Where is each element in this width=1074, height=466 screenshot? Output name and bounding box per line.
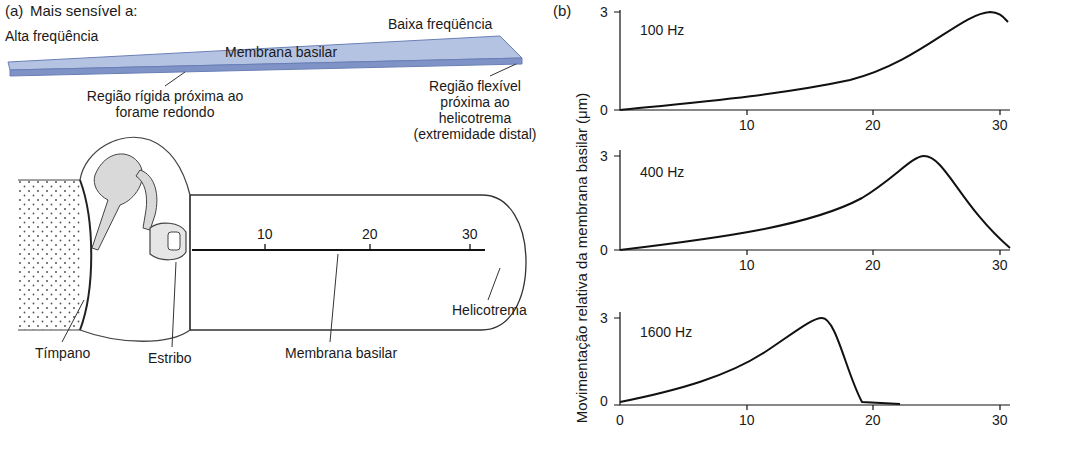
- position-number: 30: [462, 226, 478, 242]
- axis-tick: 20: [865, 412, 881, 428]
- region-note: Região flexível próxima ao helicotrema (…: [405, 78, 545, 142]
- axis-tick: 30: [992, 412, 1008, 428]
- membrane-label-box: Membrana basilar: [225, 44, 337, 60]
- axis-tick: 30: [992, 117, 1008, 133]
- frequency-label: Alta freqüência: [5, 28, 98, 44]
- axis-title: Movimentação relativa da membrana basila…: [574, 93, 590, 423]
- part-name: Membrana basilar: [285, 345, 397, 361]
- frequency-label: Baixa freqüência: [388, 16, 492, 32]
- part-name: Estribo: [148, 350, 192, 366]
- part-name: Tímpano: [35, 345, 90, 361]
- axis-tick: 3: [600, 310, 608, 326]
- part-name: Helicotrema: [452, 302, 527, 318]
- region-note: Região rígida próxima ao forame redondo: [70, 88, 260, 120]
- membrane-name: Membrana basilar: [225, 44, 337, 60]
- axis-tick: 30: [992, 257, 1008, 273]
- frequency-label: 100 Hz: [640, 22, 684, 38]
- axis-tick: 20: [865, 117, 881, 133]
- axis-tick: 0: [600, 393, 608, 409]
- panel-letter: (b): [553, 3, 571, 19]
- frequency-label: 1600 Hz: [640, 324, 692, 340]
- position-number: 20: [362, 226, 378, 242]
- axis-tick: 0: [600, 242, 608, 258]
- axis-tick: 10: [739, 412, 755, 428]
- heading: Mais sensível a:: [30, 3, 138, 19]
- axis-tick: 3: [600, 4, 608, 20]
- panel-letter: (a): [5, 3, 23, 19]
- axis-tick: 3: [600, 148, 608, 164]
- axis-tick: 10: [739, 117, 755, 133]
- axis-tick: 0: [600, 102, 608, 118]
- axis-tick: 0: [616, 412, 624, 428]
- axis-tick: 10: [739, 257, 755, 273]
- position-number: 10: [257, 226, 273, 242]
- frequency-label: 400 Hz: [640, 164, 684, 180]
- axis-tick: 20: [865, 257, 881, 273]
